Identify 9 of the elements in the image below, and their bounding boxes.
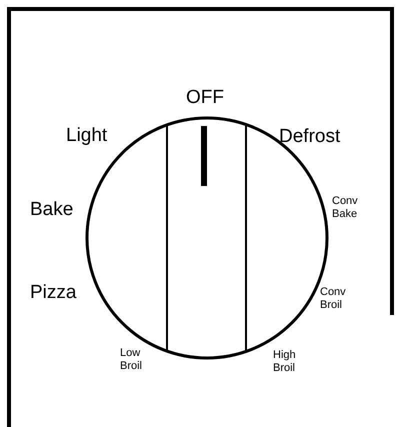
- dial-setting-label: OFF: [186, 88, 224, 109]
- dial-setting-label: Bake: [30, 200, 74, 221]
- dial-setting-label: Low Broil: [120, 347, 142, 372]
- dial-setting-label: Defrost: [279, 127, 340, 148]
- dial-setting-label: Conv Bake: [332, 195, 358, 220]
- dial-setting-label: Light: [66, 126, 108, 147]
- dial-setting-label: High Broil: [273, 349, 296, 374]
- dial-setting-label: Pizza: [30, 283, 76, 304]
- dial-setting-label: Conv Broil: [320, 286, 346, 312]
